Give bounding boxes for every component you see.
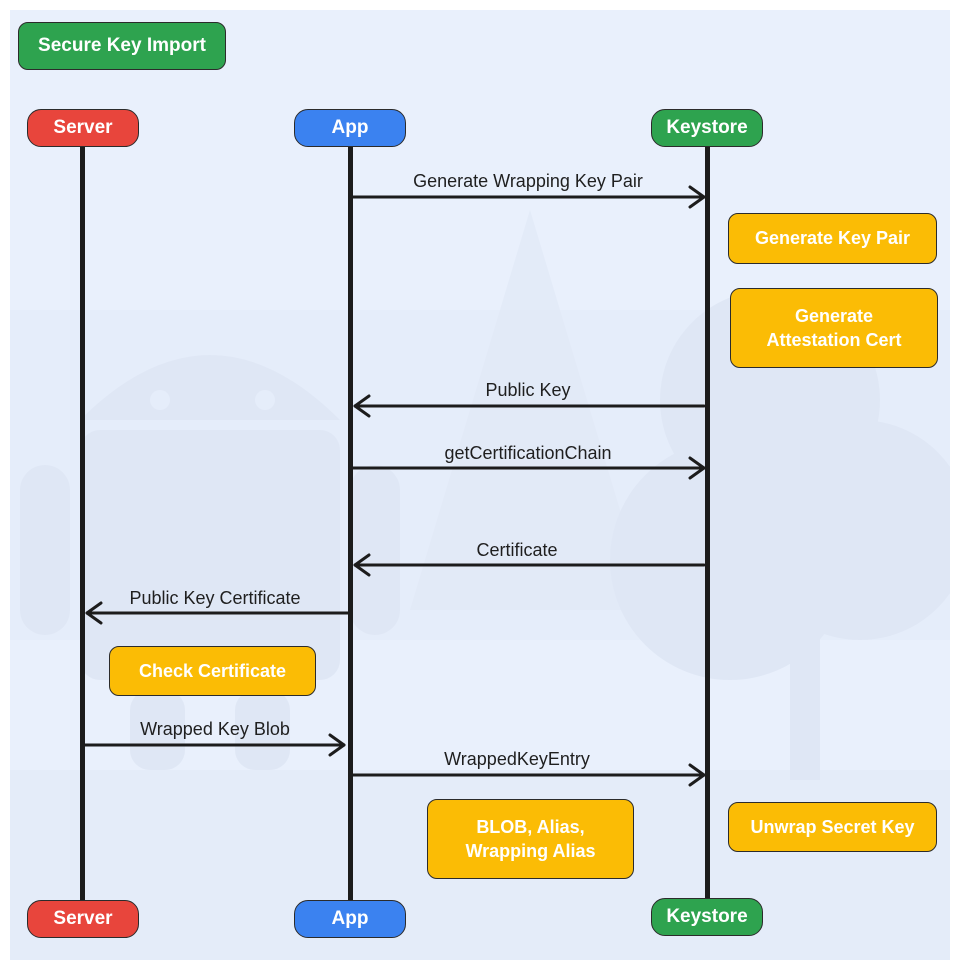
diagram-title: Secure Key Import: [18, 22, 226, 70]
arrow-wrapped-key-blob: [82, 733, 346, 757]
note-blob-alias-line2: Wrapping Alias: [465, 841, 596, 861]
message-arrows: [82, 185, 706, 787]
app-actor-bottom: App: [294, 900, 406, 938]
note-unwrap-secret-key: Unwrap Secret Key: [728, 802, 937, 852]
note-check-certificate-text: Check Certificate: [138, 660, 287, 681]
keystore-actor-top: Keystore: [651, 109, 763, 147]
app-actor-top: App: [294, 109, 406, 147]
note-generate-attestation-line1: Generate: [794, 305, 874, 326]
note-blob-alias: BLOB, Alias, Wrapping Alias: [427, 799, 634, 879]
note-generate-key-pair: Generate Key Pair: [728, 213, 937, 264]
arrow-generate-wrapping-key-pair: [349, 185, 706, 209]
message-label-get-certification-chain: getCertificationChain: [444, 443, 612, 463]
note-generate-attestation-cert: Generate Attestation Cert: [730, 288, 938, 368]
message-label-wrapped-key-blob: Wrapped Key Blob: [140, 719, 290, 739]
server-actor-top: Server: [27, 109, 139, 147]
message-label-wrapped-key-entry: WrappedKeyEntry: [444, 749, 590, 769]
message-label-public-key-certificate: Public Key Certificate: [129, 588, 301, 608]
arrow-wrapped-key-entry: [349, 763, 706, 787]
arrow-public-key: [353, 394, 706, 418]
diagram-canvas: Secure Key Import Server App Keystore Se…: [10, 10, 950, 960]
keystore-actor-bottom: Keystore: [651, 898, 763, 936]
server-actor-bottom: Server: [27, 900, 139, 938]
note-unwrap-secret-key-text: Unwrap Secret Key: [750, 816, 915, 837]
keystore-lifeline: [705, 143, 710, 908]
message-label-public-key: Public Key: [485, 380, 571, 400]
arrow-certificate: [353, 553, 706, 577]
arrow-public-key-certificate: [85, 601, 350, 625]
note-blob-alias-line1: BLOB, Alias,: [476, 816, 585, 837]
message-label-certificate: Certificate: [476, 540, 558, 560]
server-lifeline: [80, 143, 85, 908]
note-generate-key-pair-text: Generate Key Pair: [754, 228, 911, 249]
message-label-generate-wrapping-key-pair: Generate Wrapping Key Pair: [413, 171, 643, 191]
arrow-get-certification-chain: [349, 456, 706, 480]
note-check-certificate: Check Certificate: [109, 646, 316, 696]
note-generate-attestation-line2: Attestation Cert: [766, 330, 902, 350]
app-lifeline: [348, 143, 353, 908]
